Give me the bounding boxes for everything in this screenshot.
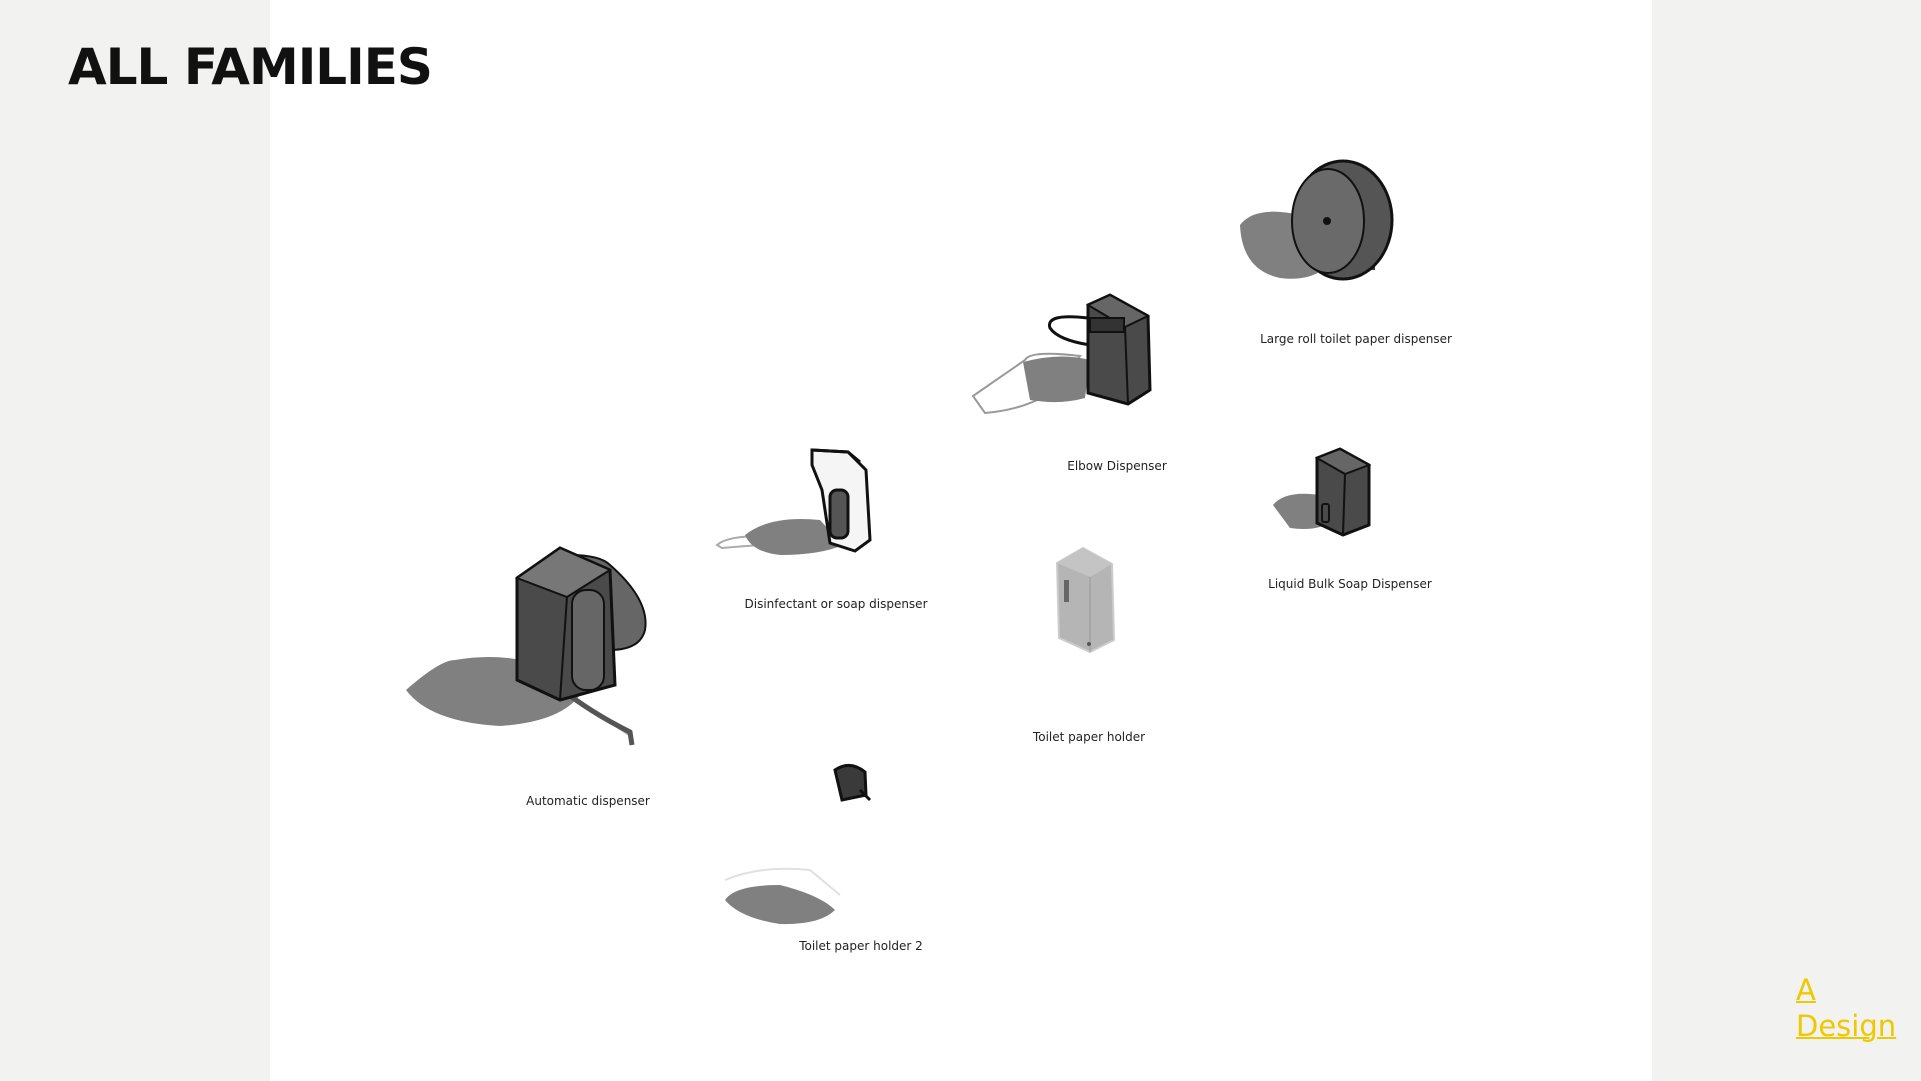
family-label: Toilet paper holder 2 (799, 939, 923, 953)
brand-logo: A Design (1796, 972, 1896, 1044)
disinfectant-dispenser-icon (715, 448, 872, 555)
elbow-dispenser-icon (971, 293, 1152, 415)
logo-line-1: A (1796, 973, 1816, 1007)
content-canvas (270, 0, 1652, 1081)
logo-line-2: Design (1796, 1009, 1897, 1043)
family-label: Automatic dispenser (526, 794, 650, 808)
automatic-dispenser-icon (406, 546, 647, 746)
family-label: Large roll toilet paper dispenser (1260, 332, 1452, 346)
toilet-paper-holder-icon (1055, 546, 1116, 654)
family-label: Elbow Dispenser (1067, 459, 1167, 473)
family-label: Disinfectant or soap dispenser (744, 597, 928, 611)
family-label: Toilet paper holder (1032, 730, 1146, 744)
bulk-soap-dispenser-icon (1273, 447, 1372, 537)
large-roll-dispenser-icon (1240, 159, 1394, 281)
family-label: Liquid Bulk Soap Dispenser (1268, 577, 1432, 591)
toilet-paper-holder-2-icon (724, 764, 872, 925)
page-title: ALL FAMILIES (68, 38, 433, 96)
